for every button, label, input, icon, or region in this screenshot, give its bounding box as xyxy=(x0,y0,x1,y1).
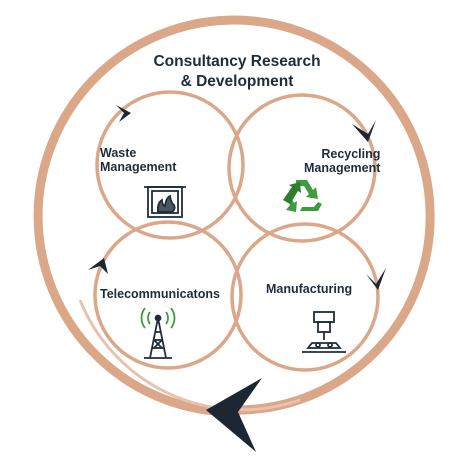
label-manufacturing: Manufacturing xyxy=(266,282,353,296)
radio-tower-icon xyxy=(140,307,176,359)
circle-recycling-management xyxy=(227,93,377,243)
arrowhead-left xyxy=(88,258,108,274)
label-telecommunications: Telecommunicatons xyxy=(100,287,220,301)
waste-label-line-1: Waste xyxy=(100,146,137,160)
diagram-title: Consultancy Research & Development xyxy=(117,52,357,92)
arrowhead-top-left xyxy=(116,105,131,122)
arrowhead-bottom-large xyxy=(206,378,262,452)
outer-cycle-inner-stroke xyxy=(78,299,301,412)
outer-cycle-ring xyxy=(33,15,435,417)
arrowhead-top-right xyxy=(352,120,376,142)
label-recycling-management: Recycling Management xyxy=(304,147,380,176)
circle-waste-management xyxy=(95,90,245,240)
circle-telecommunications xyxy=(93,220,243,370)
recycling-label-line-1: Recycling xyxy=(321,147,381,161)
label-waste-management: Waste Management xyxy=(100,146,176,175)
waste-label-line-2: Management xyxy=(100,160,177,175)
machine-drill-icon xyxy=(302,311,346,353)
title-line-2: & Development xyxy=(180,73,294,91)
recycle-icon xyxy=(283,180,322,212)
title-line-1: Consultancy Research xyxy=(153,53,321,70)
waste-bin-icon xyxy=(144,186,186,218)
arrowhead-right xyxy=(366,268,386,290)
recycling-label-line-2: Management xyxy=(304,161,381,176)
circle-manufacturing xyxy=(230,222,380,372)
